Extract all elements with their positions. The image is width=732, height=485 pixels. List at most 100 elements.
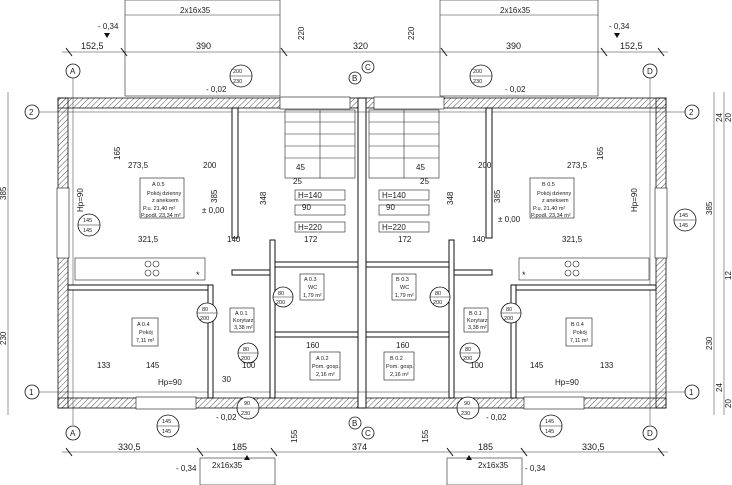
svg-text:200: 200 (200, 316, 209, 322)
axis-c-top: C (365, 63, 371, 72)
room-a05-pu: P.u. 21,40 m² (143, 206, 175, 212)
svg-text:100: 100 (242, 361, 256, 370)
svg-text:172: 172 (304, 235, 318, 244)
svg-text:90: 90 (464, 401, 470, 407)
stair-label-top-left: 2x16x35 (180, 6, 211, 15)
axis-b-top: B (352, 74, 357, 83)
svg-text:2x16x35: 2x16x35 (478, 461, 509, 470)
svg-text:H=140: H=140 (298, 191, 322, 200)
room-b01-area: 3,38 m² (468, 325, 487, 331)
svg-text:348: 348 (446, 191, 455, 205)
axis-a-top: A (70, 67, 76, 76)
svg-text:20: 20 (724, 399, 732, 408)
svg-text:155: 155 (421, 429, 430, 443)
svg-text:80: 80 (435, 291, 441, 297)
svg-text:z aneksem: z aneksem (152, 198, 179, 204)
svg-text:133: 133 (97, 361, 111, 370)
axis-markers-top: A B C D (65, 60, 658, 425)
dim-bottom-6: 185 (478, 442, 493, 452)
svg-text:24: 24 (715, 383, 724, 392)
level-door-top-left: - 0,02 (206, 85, 227, 94)
room-a01-area: 3,38 m² (234, 325, 253, 331)
svg-text:z aneksem: z aneksem (542, 198, 569, 204)
axis-d-top: D (647, 67, 653, 76)
axis-markers-bottom: A B C D (65, 416, 658, 441)
dim-top-4: 390 (506, 41, 521, 51)
svg-text:Pokój dzienny: Pokój dzienny (537, 191, 571, 197)
svg-text:80: 80 (465, 347, 471, 353)
svg-text:24: 24 (715, 113, 724, 122)
svg-text:385: 385 (493, 189, 502, 203)
svg-text:145: 145 (679, 223, 688, 229)
svg-text:200: 200 (241, 356, 250, 362)
room-b05-code: B 0.5 (542, 182, 555, 188)
svg-text:140: 140 (227, 235, 241, 244)
svg-text:30: 30 (222, 375, 231, 384)
room-b02-name: Pom. gosp. (386, 364, 414, 370)
svg-text:145: 145 (162, 429, 171, 435)
svg-text:145: 145 (545, 419, 554, 425)
svg-text:80: 80 (278, 291, 284, 297)
svg-text:80: 80 (202, 307, 208, 313)
stair-label-top-right: 2x16x35 (500, 6, 531, 15)
svg-text:H=140: H=140 (382, 191, 406, 200)
svg-text:200: 200 (473, 69, 482, 75)
svg-text:145: 145 (83, 218, 92, 224)
room-b01-code: B 0.1 (469, 311, 482, 317)
svg-text:45: 45 (296, 163, 305, 172)
svg-text:100: 100 (470, 361, 484, 370)
svg-text:90: 90 (302, 203, 311, 212)
dim-bottom-7: 330,5 (582, 442, 605, 452)
svg-text:160: 160 (306, 341, 320, 350)
svg-text:145: 145 (530, 361, 544, 370)
svg-text:Hp=90: Hp=90 (158, 378, 182, 387)
room-b02-code: B 0.2 (390, 356, 403, 362)
svg-text:200: 200 (203, 161, 217, 170)
room-a03-code: A 0.3 (304, 277, 317, 283)
axis-2-left: 2 (29, 108, 34, 117)
svg-text:Hp=90: Hp=90 (555, 378, 579, 387)
dim-bottom-2: 185 (232, 442, 247, 452)
outer-walls (56, 96, 668, 410)
svg-text:C: C (365, 429, 371, 438)
svg-text:± 0,00: ± 0,00 (498, 215, 521, 224)
svg-text:200: 200 (504, 316, 513, 322)
svg-text:*: * (196, 270, 200, 280)
room-a02-name: Pom. gosp. (312, 364, 340, 370)
svg-text:321,5: 321,5 (138, 235, 159, 244)
room-a05-code: A 0.5 (152, 182, 165, 188)
svg-text:90: 90 (386, 203, 395, 212)
room-a02-code: A 0.2 (316, 356, 329, 362)
svg-text:1: 1 (689, 388, 694, 397)
svg-text:140: 140 (472, 235, 486, 244)
svg-text:230: 230 (461, 411, 470, 417)
svg-text:172: 172 (398, 235, 412, 244)
level-top-left: - 0,34 (98, 22, 119, 31)
room-b04-name: Pokój (573, 330, 587, 336)
dim-top-3: 320 (353, 41, 368, 51)
room-a04-code: A 0.4 (137, 322, 150, 328)
room-b05-ppodl: P.podł. 23,34 m² (531, 213, 571, 219)
svg-text:145: 145 (679, 213, 688, 219)
svg-text:200: 200 (478, 161, 492, 170)
svg-text:200: 200 (276, 300, 285, 306)
top-dimension-line: 152,5 390 320 390 152,5 (62, 41, 668, 57)
svg-text:200: 200 (433, 300, 442, 306)
svg-text:230: 230 (705, 336, 714, 350)
axis-1-left: 1 (29, 388, 34, 397)
room-b04-area: 7,11 m² (570, 338, 588, 344)
svg-text:385: 385 (0, 186, 8, 200)
svg-text:273,5: 273,5 (567, 161, 588, 170)
stair-top-right: 2x16x35 - 0,34 220 (407, 0, 630, 97)
svg-text:*: * (522, 270, 526, 280)
dim-top-5: 152,5 (620, 41, 643, 51)
bottom-dimension-line: 330,5 185 374 155 155 185 330,5 (62, 429, 668, 457)
svg-text:Hp=90: Hp=90 (76, 188, 85, 212)
svg-text:± 0,00: ± 0,00 (202, 206, 225, 215)
room-b01-name: Korytarz (467, 318, 488, 324)
left-dimensions: 385 230 (0, 92, 9, 415)
svg-text:145: 145 (545, 429, 554, 435)
svg-text:160: 160 (396, 341, 410, 350)
